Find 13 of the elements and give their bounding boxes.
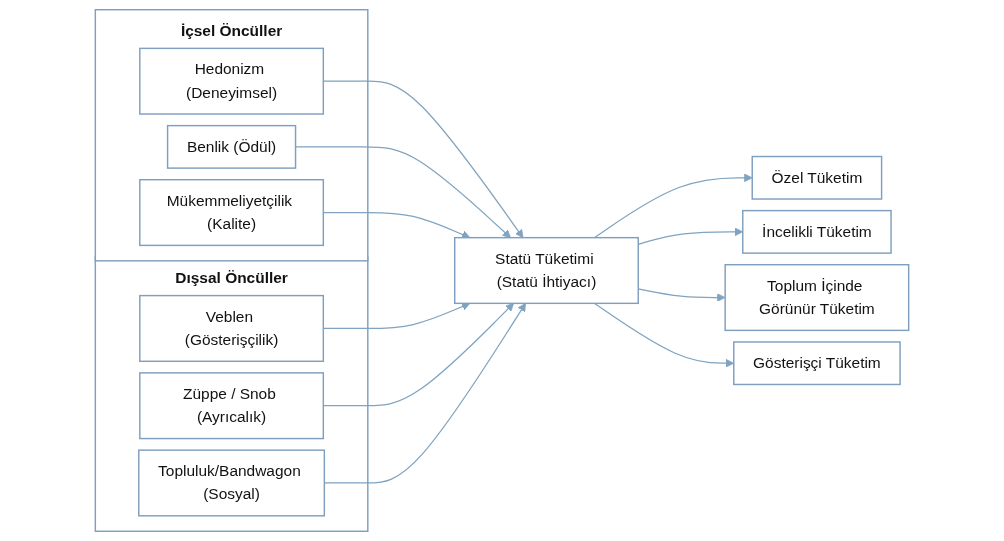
node-box: Hedonizm (Deneyimsel) [139,47,325,115]
node-box: Özel Tüketim [751,155,883,200]
arrow [593,173,753,239]
node-box: Topluluk/Bandwagon (Sosyal) [138,449,326,517]
node-box: Veblen (Gösterişçilik) [139,294,325,362]
node-box: Züppe / Snob (Ayrıcalık) [139,372,325,440]
arrow [323,302,526,484]
node-box: Statü Tüketimi (Statü İhtiyacı) [454,236,639,305]
node-box: Toplum İçinde Görünür Tüketim [724,264,910,332]
node-box: Benlik (Ödül) [166,124,297,169]
node-box: Gösterişçi Tüketim [733,341,901,386]
node-box: Mükemmeliyetçilik (Kalite) [139,179,325,247]
node-box: İncelikli Tüketim [742,209,892,254]
